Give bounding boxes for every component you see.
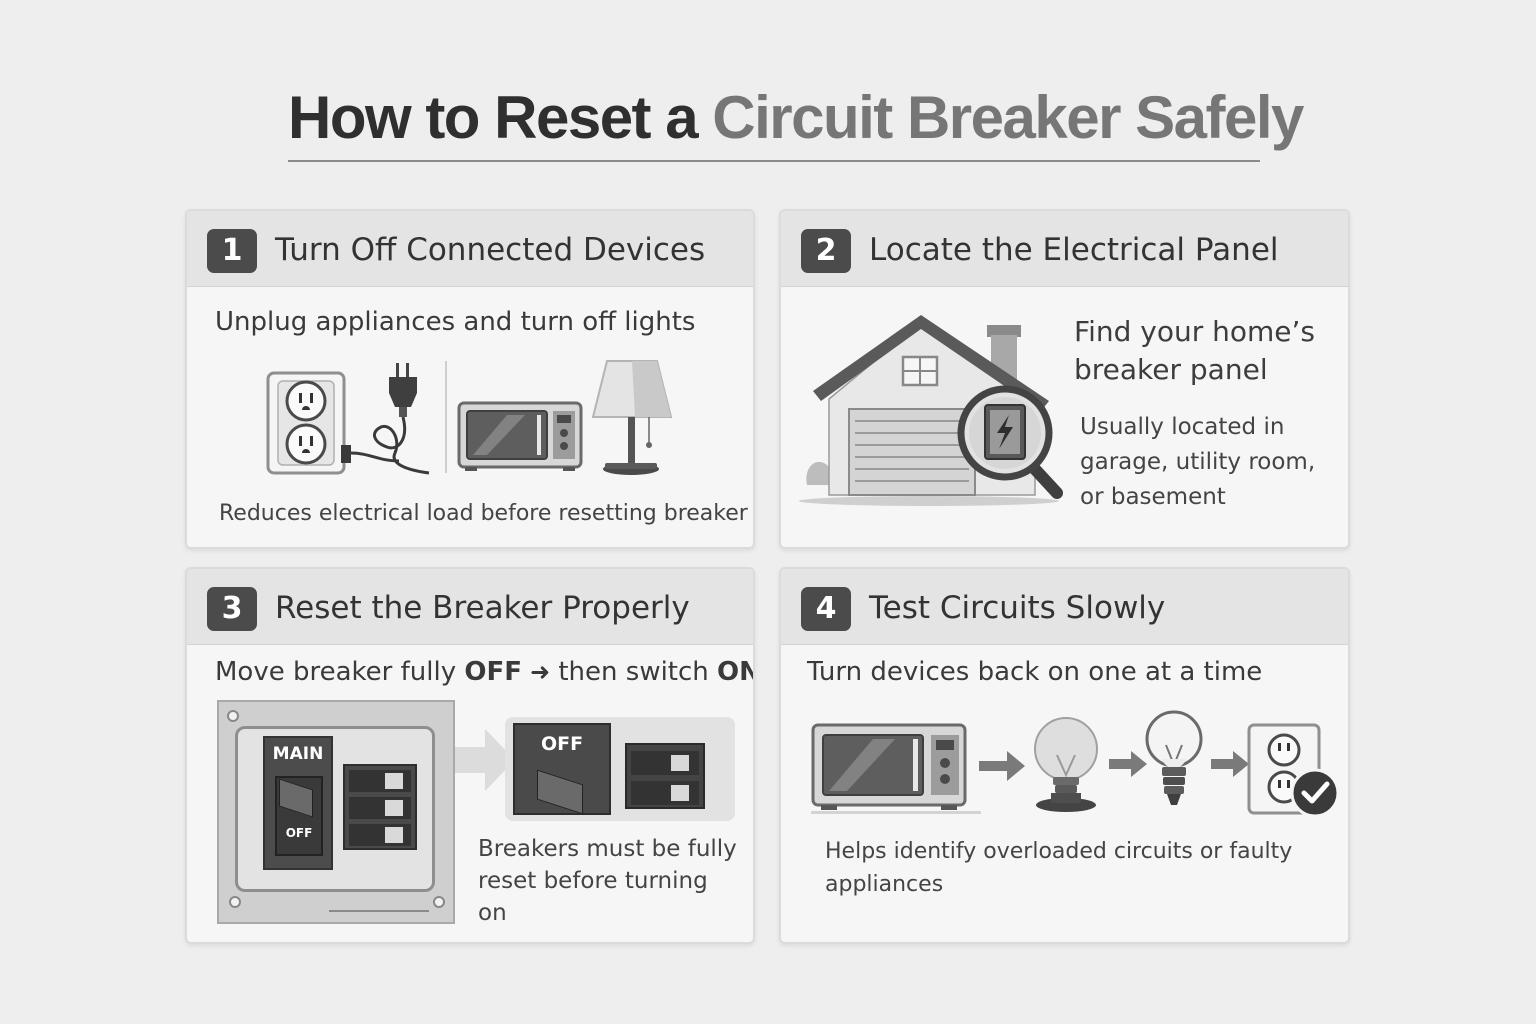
zoom-switch-toggle (537, 769, 583, 815)
breaker-switch-icon (349, 770, 411, 792)
step-note: Reduces electrical load before resetting… (219, 501, 748, 526)
step-title: Test Circuits Slowly (869, 590, 1166, 626)
subtitle-prefix: Move breaker fully (215, 657, 465, 687)
step-card-3: 3 Reset the Breaker Properly Move breake… (185, 567, 755, 944)
microwave-icon (811, 723, 967, 810)
step-number-badge: 4 (801, 587, 851, 631)
step-title: Locate the Electrical Panel (869, 232, 1279, 268)
lamp-icon (591, 360, 673, 475)
step-subtitle: Find your home’s breaker panel (1074, 315, 1315, 386)
step-title: Turn Off Connected Devices (275, 232, 706, 268)
breaker-switch-icon (631, 751, 699, 775)
title-part-2: Circuit Breaker Safely (712, 84, 1304, 151)
title-part-1: How to Reset a (288, 84, 713, 151)
step-note: Usually located in garage, utility room,… (1080, 414, 1316, 510)
step-number-badge: 2 (801, 229, 851, 273)
step-note: Helps identify overloaded circuits or fa… (825, 839, 1293, 897)
main-breaker: MAIN OFF (263, 736, 333, 870)
page-header: How to Reset a Circuit Breaker Safely (288, 80, 1304, 162)
breaker-zoom: OFF (505, 717, 735, 821)
main-switch-toggle (279, 778, 313, 818)
step-header: 2 Locate the Electrical Panel (781, 211, 1348, 287)
panel-screw (229, 896, 241, 908)
arrow-right-icon (1109, 751, 1147, 777)
light-bulb-off-icon (1034, 717, 1098, 812)
step-header: 4 Test Circuits Slowly (781, 569, 1348, 645)
arrow-right-icon (1211, 751, 1249, 777)
step-number-badge: 3 (207, 587, 257, 631)
zoom-main-breaker: OFF (513, 723, 611, 815)
wall-outlet-icon (266, 371, 346, 475)
subtitle-off: OFF (464, 657, 522, 687)
arrow-right-icon (979, 751, 1025, 781)
step-subtitle: Unplug appliances and turn off lights (215, 307, 696, 337)
step-header: 1 Turn Off Connected Devices (187, 211, 753, 287)
light-bulb-on-icon (1145, 710, 1203, 805)
breaker-switch-icon (631, 781, 699, 805)
step-number-badge: 1 (207, 229, 257, 273)
arrow-right-icon: ➜ (529, 658, 551, 686)
switch-off-label: OFF (285, 826, 313, 840)
breaker-panel-icon (984, 404, 1026, 460)
step-card-2: 2 Locate the Electrical Panel Find your … (779, 209, 1350, 549)
step-header: 3 Reset the Breaker Properly (187, 569, 753, 645)
plug-icon (341, 363, 430, 475)
zoom-off-label: OFF (540, 733, 584, 755)
step-card-1: 1 Turn Off Connected Devices Unplug appl… (185, 209, 755, 549)
title-underline (288, 160, 1260, 162)
step-subtitle: Turn devices back on one at a time (807, 657, 1263, 687)
breaker-switch-icon (349, 824, 411, 846)
panel-label-line (329, 910, 429, 912)
panel-screw (433, 896, 445, 908)
breaker-panel: MAIN OFF (217, 700, 455, 924)
breaker-switch-icon (349, 797, 411, 819)
zoom-breaker-bank (625, 743, 705, 809)
breaker-bank (343, 764, 417, 850)
step-title: Reset the Breaker Properly (275, 590, 690, 626)
outlet-check-icon (1247, 723, 1340, 818)
magnifier-icon (957, 385, 1063, 499)
microwave-icon (457, 401, 583, 471)
step-card-4: 4 Test Circuits Slowly Turn devices back… (779, 567, 1350, 944)
subtitle-middle: then switch (550, 657, 718, 687)
subtitle-on: ON (717, 657, 753, 687)
main-switch-slot: OFF (275, 776, 323, 856)
arrow-right-icon (455, 729, 515, 791)
step-note: Breakers must be fully reset before turn… (478, 836, 737, 926)
panel-screw (227, 710, 239, 722)
page-title: How to Reset a Circuit Breaker Safely (288, 80, 1304, 156)
main-label: MAIN (272, 744, 324, 764)
step-subtitle: Move breaker fully OFF➜ then switch ON (215, 657, 753, 687)
baseline (811, 811, 981, 814)
divider (445, 361, 447, 473)
